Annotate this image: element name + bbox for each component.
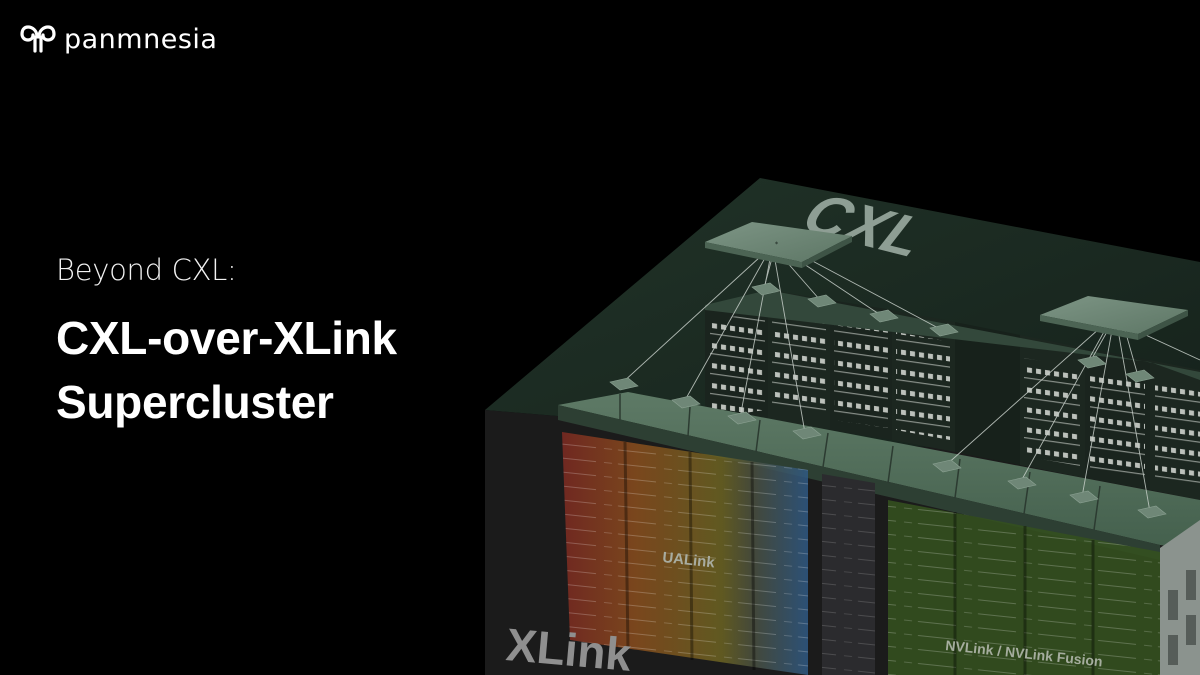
headline-title-line1: CXL-over-XLink (56, 312, 397, 364)
brand-logo: panmnesia (20, 22, 217, 56)
ualink-label: UALink (662, 549, 717, 571)
headline-title: CXL-over-XLink Supercluster (56, 306, 397, 434)
brand-name: panmnesia (64, 23, 218, 55)
ualink-racks: UALink (562, 432, 808, 675)
panmnesia-logo-icon (20, 25, 56, 53)
headline-subtitle: Beyond CXL: (56, 253, 237, 287)
cxl-switch-chip (1040, 296, 1188, 340)
svg-text:◆: ◆ (775, 240, 779, 245)
nvlink-racks: NVLink / NVLink Fusion (888, 500, 1160, 675)
headline-title-line2: Supercluster (56, 376, 334, 428)
cxl-connection-lines (621, 256, 1200, 513)
cxl-switch-chip: ◆ (705, 222, 852, 268)
rack-chips (609, 282, 1167, 519)
back-rack-row (705, 290, 1200, 500)
headline: Beyond CXL: CXL-over-XLink Supercluster (56, 250, 397, 434)
xlink-label: XLink (504, 618, 634, 675)
